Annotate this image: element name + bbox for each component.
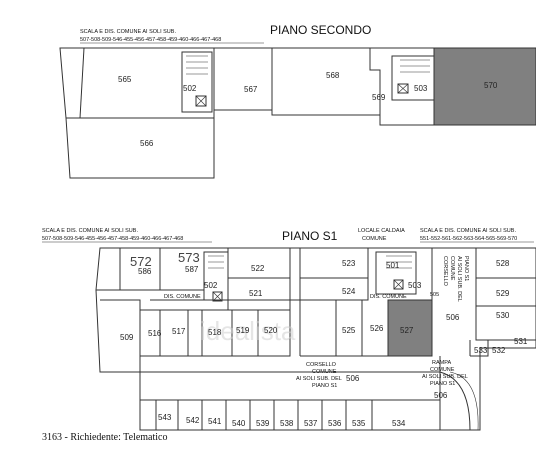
room-568: 568: [326, 71, 340, 80]
unit-570-highlight: [433, 47, 536, 126]
room-540: 540: [232, 419, 246, 428]
room-532: 532: [492, 346, 506, 355]
footer-requester: 3163 - Richiedente: Telematico: [42, 432, 168, 443]
room-518: 518: [208, 328, 222, 337]
svg-text:RAMPA: RAMPA: [432, 360, 451, 366]
room-536: 536: [328, 419, 342, 428]
s1-note-right-line2: 551-552-561-562-563-564-565-569-570: [420, 236, 517, 242]
room-543: 543: [158, 413, 172, 422]
room-567: 567: [244, 85, 258, 94]
room-521: 521: [249, 289, 263, 298]
room-542: 542: [186, 416, 200, 425]
dis-comune-left: DIS. COMUNE: [164, 294, 201, 300]
svg-text:CORSELLO: CORSELLO: [306, 362, 337, 368]
room-533: 533: [474, 346, 488, 355]
svg-text:CORSELLO: CORSELLO: [442, 256, 448, 287]
room-587: 587: [185, 265, 199, 274]
room-522: 522: [251, 264, 265, 273]
room-528: 528: [496, 259, 510, 268]
unit-527-highlight: [387, 299, 433, 357]
room-535: 535: [352, 419, 366, 428]
room-537: 537: [304, 419, 318, 428]
svg-text:COMUNE: COMUNE: [449, 256, 455, 281]
room-503-s1: 503: [408, 281, 422, 290]
floor-s1-plan: [95, 247, 536, 431]
corsello-mid: CORSELLO COMUNE AI SOLI SUB. DEL PIANO S…: [296, 362, 342, 389]
svg-text:AI SOLI SUB. DEL: AI SOLI SUB. DEL: [456, 256, 462, 302]
room-501: 501: [386, 261, 400, 270]
room-586: 586: [138, 267, 152, 276]
room-502: 502: [183, 84, 197, 93]
svg-text:COMUNE: COMUNE: [312, 369, 337, 375]
room-526: 526: [370, 324, 384, 333]
room-566: 566: [140, 139, 154, 148]
room-529: 529: [496, 289, 510, 298]
room-527: 527: [400, 326, 414, 335]
room-541: 541: [208, 417, 222, 426]
svg-text:AI SOLI SUB. DEL: AI SOLI SUB. DEL: [296, 376, 342, 382]
room-539: 539: [256, 419, 270, 428]
room-534: 534: [392, 419, 406, 428]
floor-2-note-line1: SCALA E DIS. COMUNE AI SOLI SUB.: [80, 29, 176, 35]
room-565: 565: [118, 75, 132, 84]
room-524: 524: [342, 287, 356, 296]
room-530: 530: [496, 311, 510, 320]
s1-title: PIANO S1: [282, 229, 338, 243]
s1-note-mid-line1: LOCALE CALDAIA: [358, 228, 405, 234]
s1-note-left-line1: SCALA E DIS. COMUNE AI SOLI SUB.: [42, 228, 138, 234]
floor-2-note-line2: 507-508-509-546-455-456-457-458-459-460-…: [80, 37, 221, 43]
room-509: 509: [120, 333, 134, 342]
room-502-s1: 502: [204, 281, 218, 290]
s1-note-right-line1: SCALA E DIS. COMUNE AI SOLI SUB.: [420, 228, 516, 234]
room-506-ramp: 506: [434, 391, 448, 400]
floor-2-plan: [59, 47, 536, 179]
rampa-comune: RAMPA COMUNE AI SOLI SUB. DEL PIANO S1: [422, 360, 468, 387]
svg-text:AI SOLI SUB. DEL: AI SOLI SUB. DEL: [422, 374, 468, 380]
room-523: 523: [342, 259, 356, 268]
s1-note-mid-line2: COMUNE: [362, 236, 387, 242]
room-520: 520: [264, 326, 278, 335]
room-538: 538: [280, 419, 294, 428]
room-519: 519: [236, 326, 250, 335]
room-525: 525: [342, 326, 356, 335]
room-506-right: 506: [446, 313, 460, 322]
room-505: 505: [430, 292, 439, 298]
floor-2-title: PIANO SECONDO: [270, 23, 371, 37]
dis-comune-right: DIS. COMUNE: [370, 294, 407, 300]
svg-text:PIANO S1: PIANO S1: [430, 381, 455, 387]
svg-text:COMUNE: COMUNE: [430, 367, 455, 373]
room-572: 572: [130, 254, 152, 269]
corsello-right: CORSELLO COMUNE AI SOLI SUB. DEL PIANO S…: [442, 256, 469, 302]
watermark: idealista: [200, 316, 296, 346]
room-573: 573: [178, 250, 200, 265]
room-569: 569: [372, 93, 386, 102]
room-516: 516: [148, 329, 162, 338]
s1-note-left-line2: 507-508-509-546-455-456-457-458-459-460-…: [42, 236, 183, 242]
svg-text:PIANO S1: PIANO S1: [312, 383, 337, 389]
room-531: 531: [514, 337, 528, 346]
room-570: 570: [484, 81, 498, 90]
room-503-upper: 503: [414, 84, 428, 93]
room-517: 517: [172, 327, 186, 336]
room-506-mid: 506: [346, 374, 360, 383]
svg-text:PIANO S1: PIANO S1: [463, 256, 469, 281]
